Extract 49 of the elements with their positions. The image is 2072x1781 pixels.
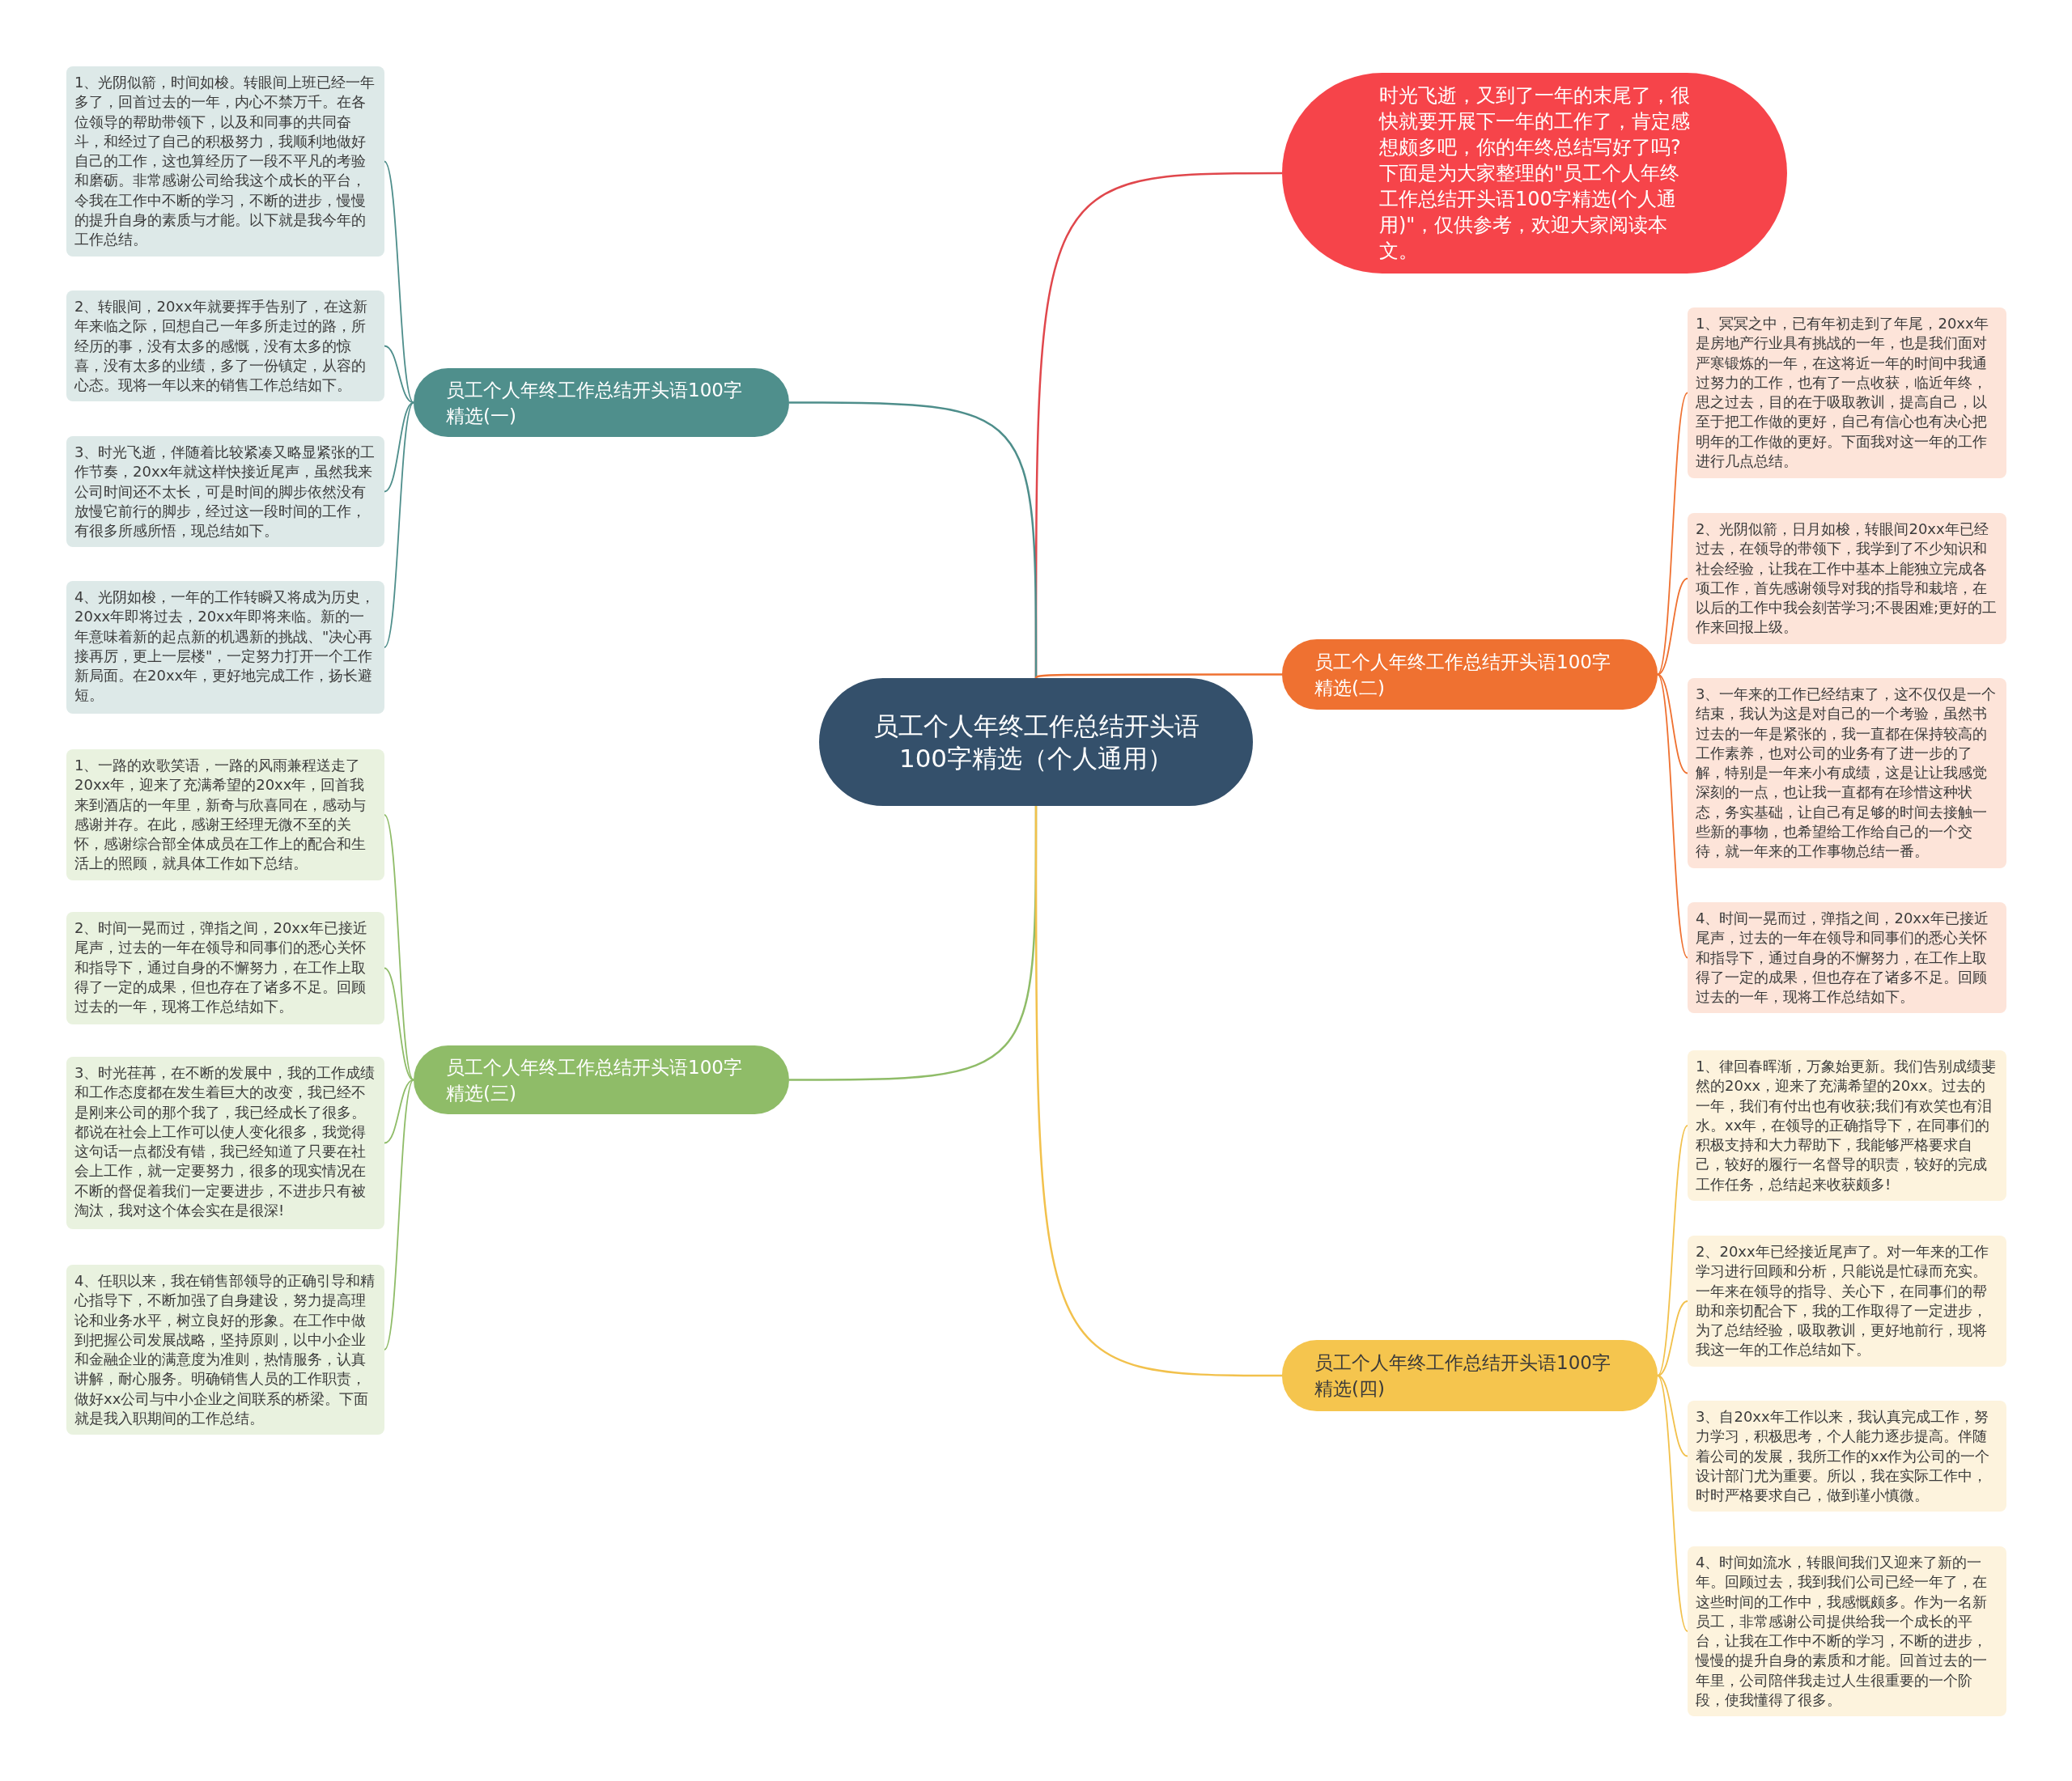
- topic-text: 员工个人年终工作总结开头语100字精选(三): [446, 1055, 743, 1105]
- note-text: 3、一年来的工作已经结束了，这不仅仅是一个结束，我认为这是对自己的一个考验，虽然书过去的一年是紧张的，我一直都在保持较高的工作素养，也对公司的业务有了进一步的了解，特别是一年来小有成绩，这是让让我感觉深刻的一点，也让我一直都有在珍惜这种状态，务实基础，让自己有足够的时间去接触一些新的事物，也希望给工作给自己的一个交待，就一年来的工作事物总结一番。: [1696, 685, 1998, 862]
- topic-text: 员工个人年终工作总结开头语100字精选(四): [1314, 1351, 1611, 1401]
- note-card: [66, 436, 384, 548]
- note-text: 2、光阴似箭，日月如梭，转眼间20xx年已经过去，在领导的带领下，我学到了不少知识和社会经验，让我在工作中基本上能独立完成各项工作，首先感谢领导对我的指导和栽培，在以后的工作中我会刻苦学习;不畏困难;更好的工作来回报上级。: [1696, 519, 1998, 638]
- connector-line: [384, 1079, 414, 1144]
- note-text: 1、一路的欢歌笑语，一路的风雨兼程送走了20xx年，迎来了充满希望的20xx年，回首我来到酒店的一年里，新奇与欣喜同在，感动与感谢并存。在此，感谢王经理无微不至的关怀，感谢综合部全体成员在工作上的配合和生活上的照顾，就具体工作如下总结。: [74, 756, 367, 874]
- connector-line: [1035, 673, 1282, 679]
- connector-line: [1657, 1300, 1688, 1376]
- connector-line: [384, 345, 414, 404]
- note-text: 4、时间一晃而过，弹指之间，20xx年已接近尾声，过去的一年在领导和同事们的悉心关怀和指导下，通过自身的不懈努力，在工作上取得了一定的成果，但也存在了诸多不足。回顾过去的一年，现将工作总结如下。: [1696, 909, 1989, 1007]
- topic-text: 员工个人年终工作总结开头语100字精选(一): [446, 378, 743, 428]
- connector-line: [384, 1079, 414, 1351]
- connector-line: [384, 401, 414, 493]
- note-text: 3、时光荏苒，在不断的发展中，我的工作成绩和工作态度都在发生着巨大的改变，我已经不是刚来公司的那个我了，我已经成长了很多。都说在社会上工作可以使人变化很多，我觉得这句话一点都没有错，我已经知道了只要在社会上工作，就一定要努力，很多的现实情况在不断的督促着我们一定要进步，不进步只有被淘汰，我对这个体会实在是很深!: [74, 1063, 376, 1221]
- note-text: 2、转眼间，20xx年就要挥手告别了，在这新年来临之际，回想自己一年多所走过的路，所经历的事，没有太多的感慨，没有太多的惊喜，没有太多的业绩，多了一份镇定，从容的心态。现将一年以来的销售工作总结如下。: [74, 297, 368, 396]
- connector-line: [1657, 578, 1688, 676]
- note-card: [1688, 1236, 2006, 1367]
- connector-line: [1657, 673, 1688, 959]
- connector-line: [789, 401, 1038, 678]
- connector-line: [1657, 1375, 1688, 1457]
- topic-text: 时光飞逝，又到了一年的末尾了，很快就要开展下一年的工作了，肯定感想颇多吧，你的年终总结写好了吗?下面是为大家整理的"员工个人年终工作总结开头语100字精选(个人通用)"，仅供参考，欢迎大家阅读本文。: [1379, 83, 1691, 264]
- note-card: [66, 912, 384, 1024]
- note-text: 3、自20xx年工作以来，我认真完成工作，努力学习，积极思考，个人能力逐步提高。伴随着公司的发展，我所工作的xx作为公司的一个设计部门尤为重要。所以，我在实际工作中，时时严格要求自己，做到谨小慎微。: [1696, 1407, 1991, 1506]
- note-card: [66, 749, 384, 880]
- connector-line: [1657, 392, 1688, 676]
- topic-text: 员工个人年终工作总结开头语100字精选（个人通用）: [872, 710, 1200, 774]
- note-text: 1、冥冥之中，已有年初走到了年尾，20xx年是房地产行业具有挑战的一年，也是我们面对严寒锻炼的一年，在这将近一年的时间中我通过努力的工作，也有了一点收获，临近年终，思之过去，目的在于吸取教训，提高自己，以至于把工作做的更好，自己有信心也有决心把明年的工作做的更好。下面我对这一年的工作进行几点总结。: [1696, 314, 1989, 472]
- connector-line: [1034, 806, 1282, 1377]
- note-text: 1、律回春晖渐，万象始更新。我们告别成绩斐然的20xx，迎来了充满希望的20xx。过去的一年，我们有付出也有收获;我们有欢笑也有泪水。xx年，在领导的正确指导下，在同事们的积极支持和大力帮助下，我能够严格要求自己，较好的履行一名督导的职责，较好的完成工作任务，总结起来收获颇多!: [1696, 1057, 1998, 1194]
- note-text: 4、任职以来，我在销售部领导的正确引导和精心指导下，不断加强了自身建设，努力提高理论和业务水平，树立良好的形象。在工作中做到把握公司发展战略，坚持原则，以中小企业和金融企业的满意度为准则，热情服务，认真讲解，耐心服务。明确销售人员的工作职责，做好xx公司与中小企业之间联系的桥梁。下面就是我入职期间的工作总结。: [74, 1271, 376, 1429]
- note-text: 2、时间一晃而过，弹指之间，20xx年已接近尾声，过去的一年在领导和同事们的悉心关怀和指导下，通过自身的不懈努力，在工作上取得了一定的成果，但也存在了诸多不足。回顾过去的一年，现将工作总结如下。: [74, 918, 368, 1017]
- connector-line: [1657, 1375, 1688, 1632]
- note-text: 1、光阴似箭，时间如梭。转眼间上班已经一年多了，回首过去的一年，内心不禁万千。在各位领导的帮助带领下，以及和同事的共同奋斗，和经过了自己的积极努力，我顺利地做好自己的工作，这也算经历了一段不平凡的考验和磨砺。非常感谢公司给我这个成长的平台，令我在工作中不断的学习，不断的进步，慢慢的提升自身的素质与才能。以下就是我今年的工作总结。: [74, 73, 376, 250]
- note-card: [66, 290, 384, 402]
- note-card: [1688, 1546, 2006, 1717]
- connector-line: [384, 401, 414, 648]
- note-text: 4、时间如流水，转眼间我们又迎来了新的一年。回顾过去，我到我们公司已经一年了，在这些时间的工作中，我感慨颇多。作为一名新员工，非常感谢公司提供给我一个成长的平台，让我在工作中不断的学习，不断的进步，慢慢的提升自身的素质和才能。回首过去的一年里，公司陪伴我走过人生很重要的一个阶段，使我懂得了很多。: [1696, 1553, 1988, 1711]
- note-text: 4、光阴如梭，一年的工作转瞬又将成为历史，20xx年即将过去，20xx年即将来临。新的一年意味着新的起点新的机遇新的挑战、"决心再接再厉，更上一层楼"，一定努力打开一个工作新局面。在20xx年，更好地完成工作，扬长避短。: [74, 587, 376, 706]
- connector-line: [1657, 673, 1688, 774]
- topic-text: 员工个人年终工作总结开头语100字精选(二): [1314, 650, 1611, 700]
- note-card: [1688, 902, 2006, 1014]
- connector-line: [1657, 1125, 1688, 1376]
- note-card: [1688, 1401, 2006, 1512]
- connector-line: [384, 967, 414, 1081]
- note-card: [66, 581, 384, 714]
- connector-line: [384, 160, 414, 404]
- note-text: 2、20xx年已经接近尾声了。对一年来的工作学习进行回顾和分析，只能说是忙碌而充实。一年来在领导的指导、关心下，在同事们的帮助和亲切配合下，我的工作取得了一定进步，为了总结经验，吸取教训，更好地前行，现将我这一年的工作总结如下。: [1696, 1242, 1989, 1360]
- note-text: 3、时光飞逝，伴随着比较紧凑又略显紧张的工作节奏，20xx年就这样快接近尾声，虽然我来公司时间还不太长，可是时间的脚步依然没有放慢它前行的脚步，经过这一段时间的工作，有很多所感所悟，现总结如下。: [74, 443, 376, 541]
